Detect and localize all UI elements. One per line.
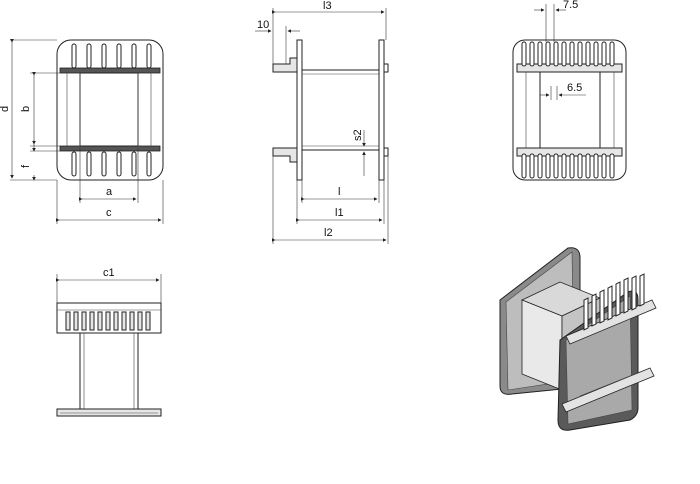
dim-c-label: c	[106, 207, 112, 219]
dim-c1-label: c1	[103, 267, 115, 279]
rear-view-core	[539, 71, 601, 149]
iso-comb-pins	[583, 273, 645, 331]
front-view-pins-top	[71, 43, 152, 69]
rear-view-comb-top	[521, 41, 615, 67]
bottom-view-base	[56, 408, 162, 417]
iso-core-front	[521, 299, 563, 391]
bottom-view-pin-slots	[65, 311, 151, 331]
side-view: l3 10 s2 l l1 l2	[255, 0, 389, 244]
dim-a-label: a	[106, 186, 113, 198]
dim-7-5-label: 7.5	[563, 0, 578, 11]
dim-l2-label: l2	[324, 227, 333, 239]
dim-d-label: d	[0, 106, 11, 112]
iso-upper-tray	[565, 299, 657, 345]
isometric-view	[499, 247, 657, 431]
bottom-view: c1	[56, 267, 162, 417]
side-view-body	[301, 69, 380, 151]
dim-s2-label: s2	[352, 129, 364, 141]
front-view-core-window	[79, 72, 139, 147]
front-view-pins-bottom	[71, 151, 152, 177]
front-view-top-rail	[59, 67, 161, 74]
rear-view-comb-bottom	[521, 153, 615, 179]
rear-view: 7.5 6.5	[512, 0, 627, 181]
bottom-view-core	[79, 332, 139, 410]
dim-6-5-label: 6.5	[567, 82, 582, 94]
side-view-left-flange	[296, 39, 303, 181]
front-view-bottom-rail	[59, 145, 161, 152]
dim-l1-label: l1	[335, 207, 344, 219]
side-view-right-flange	[378, 39, 385, 181]
front-view: d b f a c	[0, 39, 164, 224]
dim-10-label: 10	[257, 19, 269, 31]
dim-l-label: l	[338, 186, 340, 198]
dim-f-label: f	[20, 164, 32, 168]
dim-b-label: b	[20, 106, 32, 112]
dim-l3-label: l3	[323, 0, 332, 12]
